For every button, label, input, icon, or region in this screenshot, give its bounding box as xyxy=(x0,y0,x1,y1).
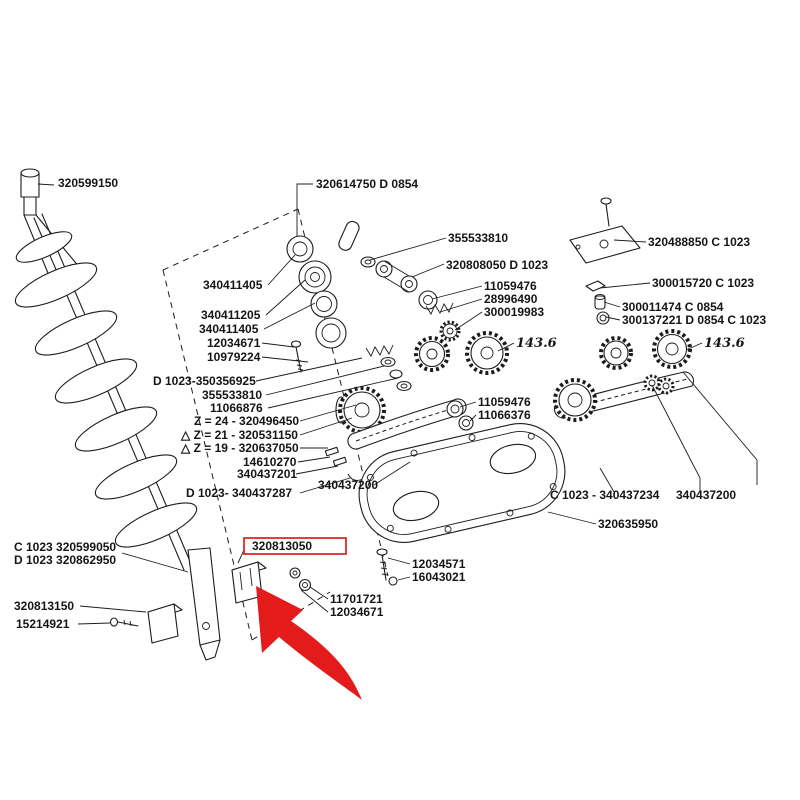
part-label-15214921: 15214921 xyxy=(16,617,70,631)
dimension-label-right: 143.6 xyxy=(704,336,745,351)
bolt-head xyxy=(290,340,302,348)
part-label-320614750: 320614750 D 0854 xyxy=(316,177,418,191)
part-label-340437234: C 1023 - 340437234 xyxy=(550,488,660,502)
part-label-11059476-top: 11059476 xyxy=(484,279,537,293)
part-label-350356925: D 1023-350356925 xyxy=(153,374,256,388)
part-label-320488850: 320488850 C 1023 xyxy=(648,235,750,249)
gearbox-cover xyxy=(358,423,566,543)
spring xyxy=(365,344,394,357)
leader-lines xyxy=(37,183,758,625)
part-label-340411205: 340411205 xyxy=(201,308,261,322)
part-label-300019983: 300019983 xyxy=(484,305,544,319)
bottom-hardware xyxy=(109,548,398,644)
part-label-28996490: 28996490 xyxy=(484,292,538,306)
part-label-12034671-mid: 12034671 xyxy=(207,336,261,350)
chain-band xyxy=(347,398,467,450)
part-label-z19-320637050: △ Z = 19 - 320637050 xyxy=(180,441,299,455)
part-label-10979224: 10979224 xyxy=(207,350,261,364)
part-label-11066876: 11066876 xyxy=(210,401,263,415)
part-label-320635950: 320635950 xyxy=(598,517,658,531)
part-label-11701721: 11701721 xyxy=(330,592,383,606)
mounting-plate xyxy=(569,225,641,264)
part-label-340437200-right: 340437200 xyxy=(676,488,736,502)
part-label-12034671-bottom: 12034671 xyxy=(330,605,384,619)
left-bracket xyxy=(147,603,179,644)
part-label-300011474: 300011474 C 0854 xyxy=(622,300,724,314)
part-label-300015720: 300015720 C 1023 xyxy=(652,276,754,290)
part-label-14610270: 14610270 xyxy=(243,455,297,469)
part-label-355533810-mid: 355533810 xyxy=(202,388,262,402)
dimension-label-left: 143.6 xyxy=(516,336,557,351)
part-labels: 320599150 320614750 D 0854 355533810 320… xyxy=(14,176,766,631)
red-highlight-box xyxy=(243,537,347,555)
part-label-z24-320496450: Z = 24 - 320496450 xyxy=(194,414,299,428)
part-label-z21-320531150: △ Z = 21 - 320531150 xyxy=(180,428,298,442)
part-label-11066376: 11066376 xyxy=(478,408,531,422)
part-label-320862950: D 1023 320862950 xyxy=(14,553,116,567)
part-label-320808050: 320808050 D 1023 xyxy=(446,258,548,272)
bearing-stack xyxy=(286,235,412,392)
part-label-340411405-a: 340411405 xyxy=(203,278,263,292)
part-label-320813150: 320813150 xyxy=(14,599,74,613)
red-highlight-arrow xyxy=(256,586,362,700)
red-annotations xyxy=(243,537,362,700)
part-label-300137221: 300137221 D 0854 C 1023 xyxy=(622,313,766,327)
link-lever xyxy=(383,260,410,293)
part-label-340411405-b: 340411405 xyxy=(199,322,259,336)
auger-assembly xyxy=(14,168,221,661)
part-label-340437287: D 1023- 340437287 xyxy=(186,486,292,500)
part-label-12034571: 12034571 xyxy=(412,557,466,571)
part-label-340437201: 340437201 xyxy=(237,467,297,481)
part-label-11059476-mid: 11059476 xyxy=(478,395,531,409)
part-label-320599050: C 1023 320599050 xyxy=(14,540,116,554)
part-label-340437200-left: 340437200 xyxy=(318,478,378,492)
part-label-320813050-highlighted: 320813050 xyxy=(252,539,312,553)
spring xyxy=(425,302,454,315)
right-sprocket-cluster xyxy=(553,197,695,422)
part-label-355533810-top: 355533810 xyxy=(448,231,508,245)
auger-lower-shaft xyxy=(187,547,221,646)
part-label-320599150: 320599150 xyxy=(58,176,118,190)
part-label-16043021: 16043021 xyxy=(412,570,466,584)
top-middle-parts xyxy=(338,220,461,342)
